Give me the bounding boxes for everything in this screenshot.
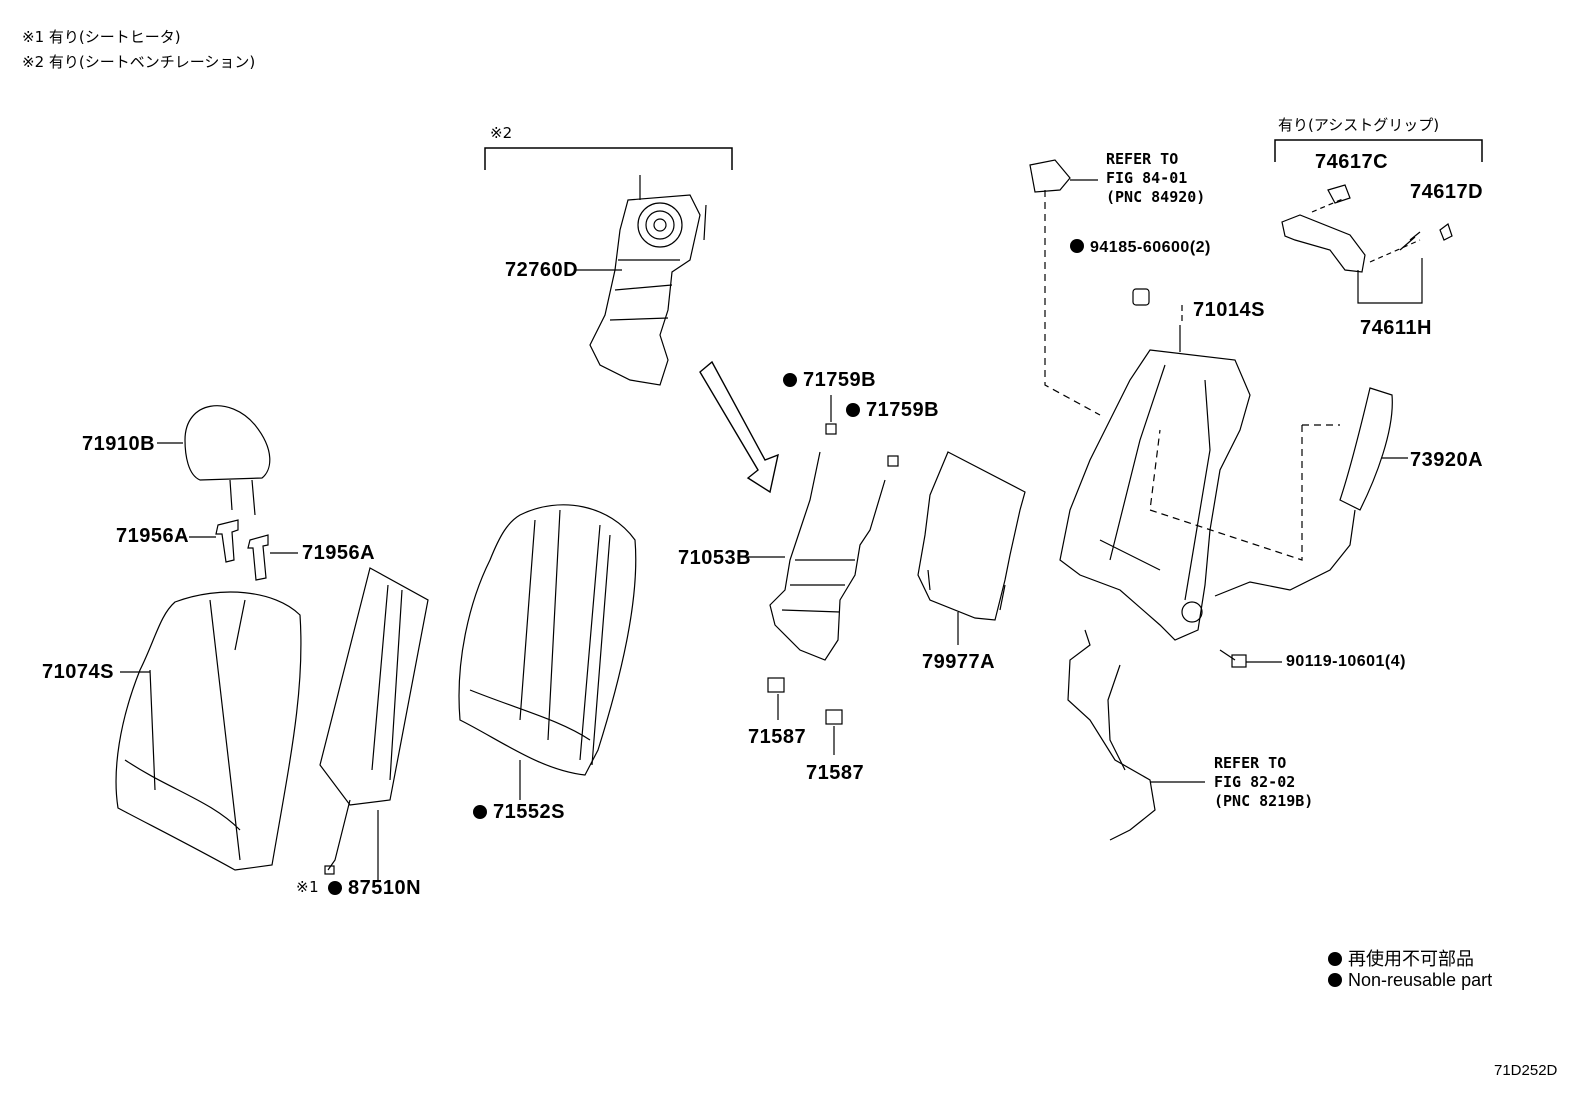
legend-jp: 再使用不可部品 xyxy=(1328,945,1474,971)
ventilation-fan-drawing xyxy=(575,175,707,386)
part-label-73920A: 73920A xyxy=(1410,449,1484,471)
non-reusable-dot-icon xyxy=(783,373,797,387)
part-label-71587-a: 71587 xyxy=(748,726,807,748)
part-label-71074S: 71074S xyxy=(42,661,114,683)
part-label-71956A-right: 71956A xyxy=(302,542,376,564)
part-label-87510N-note: ※1 xyxy=(296,878,320,896)
note-seat-heater: ※1 有り(シートヒータ) xyxy=(22,28,181,46)
reference-fig-82-02: REFER TO FIG 82-02 (PNC 8219B) xyxy=(1214,754,1314,810)
part-code: 71552S xyxy=(493,801,565,823)
legend-jp-text: 再使用不可部品 xyxy=(1348,949,1474,969)
part-label-71053B: 71053B xyxy=(678,547,752,569)
non-reusable-dot-icon xyxy=(1070,239,1084,253)
wire-harness-drawing xyxy=(1067,629,1205,841)
board-pad-drawing xyxy=(917,451,1026,645)
part-label-79977A: 79977A xyxy=(922,651,996,673)
part-label-71014S: 71014S xyxy=(1193,299,1265,321)
part-label-87510N: 87510N xyxy=(328,878,421,898)
assist-grip-bracket-label: 有り(アシストグリップ) xyxy=(1278,116,1440,134)
part-label-71759B-b: 71759B xyxy=(846,400,939,420)
note-seat-ventilation: ※2 有り(シートベンチレーション) xyxy=(22,53,256,71)
non-reusable-dot-icon xyxy=(473,805,487,819)
part-code: 87510N xyxy=(348,877,422,899)
part-label-74611H: 74611H xyxy=(1360,317,1432,339)
legend-en: Non-reusable part xyxy=(1328,970,1492,991)
seatback-pad-drawing xyxy=(458,504,637,800)
reference-fig-84-01: REFER TO FIG 84-01 (PNC 84920) xyxy=(1106,150,1206,206)
non-reusable-dot-icon xyxy=(1328,973,1342,987)
clip-b-drawing xyxy=(887,455,899,467)
part-label-71552S: 71552S xyxy=(473,802,565,822)
bolt-drawing xyxy=(1219,649,1282,668)
part-label-74617C: 74617C xyxy=(1315,151,1389,173)
seatback-frame-drawing xyxy=(1059,325,1251,641)
part-label-71587-b: 71587 xyxy=(806,762,865,784)
part-label-72760D: 72760D xyxy=(505,259,579,281)
non-reusable-dot-icon xyxy=(846,403,860,417)
part-code: 94185-60600(2) xyxy=(1090,239,1211,256)
side-cover-drawing xyxy=(1214,387,1408,597)
seat-heater-drawing xyxy=(319,567,429,880)
legend-en-text: Non-reusable part xyxy=(1348,970,1493,990)
assist-grip-drawing xyxy=(1281,184,1453,304)
assembly-arrow xyxy=(699,360,779,494)
headrest-guides-drawing xyxy=(189,519,298,581)
non-reusable-dot-icon xyxy=(328,881,342,895)
non-reusable-dot-icon xyxy=(1328,952,1342,966)
headrest-drawing xyxy=(157,405,271,516)
part-code: 71759B xyxy=(803,369,877,391)
seatback-cover-drawing xyxy=(115,591,302,871)
diagram-code: 71D252D xyxy=(1494,1062,1558,1079)
bracket-plate-drawing xyxy=(745,451,886,661)
connector-84920-drawing xyxy=(1029,159,1071,193)
part-label-71910B: 71910B xyxy=(82,433,156,455)
part-label-71759B-a: 71759B xyxy=(783,370,876,390)
ventilation-bracket-label: ※2 xyxy=(490,124,513,142)
part-code: 71759B xyxy=(866,399,940,421)
part-label-90119: 90119-10601(4) xyxy=(1286,653,1406,670)
part-label-94185: 94185-60600(2) xyxy=(1070,239,1211,256)
clip-71587-b-drawing xyxy=(825,709,843,725)
clip-a-drawing xyxy=(825,423,837,435)
nut-drawing xyxy=(1132,288,1150,306)
part-label-71956A-left: 71956A xyxy=(116,525,190,547)
clip-71587-a-drawing xyxy=(767,677,785,693)
part-label-74617D: 74617D xyxy=(1410,181,1484,203)
